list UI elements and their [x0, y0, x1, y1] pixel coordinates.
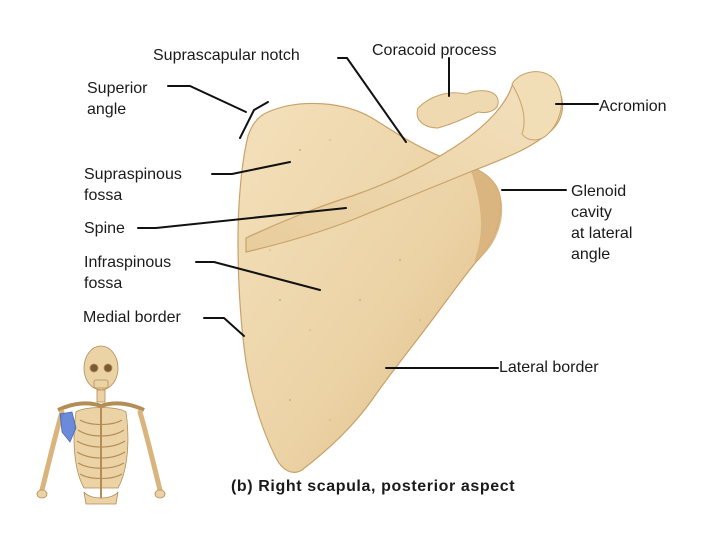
label-supraspinous-fossa-line1: Supraspinous	[84, 166, 182, 183]
label-infraspinous-fossa-line1: Infraspinous	[84, 254, 172, 271]
leader-suprascapular-notch	[337, 57, 407, 143]
figure-caption: (b) Right scapula, posterior aspect	[231, 478, 516, 495]
leader-infraspinous-fossa	[195, 261, 321, 291]
label-coracoid-process: Coracoid process	[372, 42, 497, 59]
leader-medial-border	[203, 317, 245, 337]
label-medial-border: Medial border	[83, 309, 181, 326]
label-acromion: Acromion	[599, 98, 667, 115]
acromion-shape	[511, 71, 563, 141]
label-infraspinous-fossa: Infraspinous fossa	[84, 252, 171, 294]
label-glenoid-cavity-line3: at lateral	[571, 225, 633, 242]
leader-supraspinous-fossa	[211, 161, 291, 175]
label-glenoid-cavity-line2: cavity	[571, 204, 612, 221]
label-infraspinous-fossa-line2: fossa	[84, 275, 123, 292]
skeleton-thumbnail	[36, 345, 166, 505]
leader-superior-angle	[167, 85, 247, 113]
label-glenoid-cavity-line1: Glenoid	[571, 183, 627, 200]
label-supraspinous-fossa: Supraspinous fossa	[84, 164, 182, 206]
bone-texture	[269, 139, 421, 421]
label-superior-angle-line1: Superior	[87, 80, 148, 97]
coracoid-process-shape	[416, 90, 499, 129]
leader-spine	[137, 207, 347, 229]
label-supraspinous-fossa-line2: fossa	[84, 187, 123, 204]
label-glenoid-cavity: Glenoid cavity at lateral angle	[571, 181, 632, 265]
label-superior-angle-line2: angle	[87, 101, 127, 118]
highlighted-scapula-thumbnail	[59, 411, 77, 443]
leader-lines	[137, 57, 599, 369]
label-glenoid-cavity-line4: angle	[571, 246, 611, 263]
label-suprascapular-notch: Suprascapular notch	[153, 47, 300, 64]
label-superior-angle: Superior angle	[87, 78, 147, 120]
label-spine: Spine	[84, 220, 125, 237]
glenoid-cavity-shape	[470, 168, 503, 262]
label-lateral-border: Lateral border	[499, 359, 599, 376]
leader-superior-angle-2	[239, 101, 269, 139]
